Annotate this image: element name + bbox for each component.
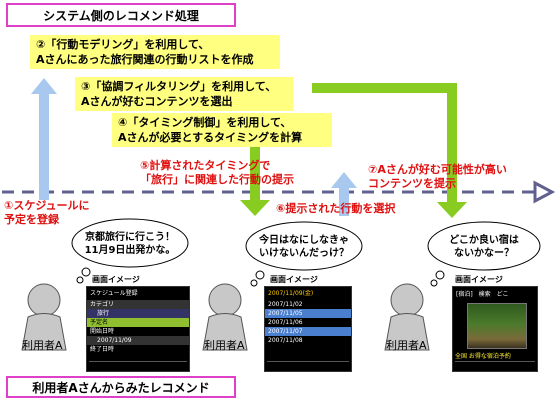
- blue-up-arrow-shaft: [39, 92, 49, 200]
- blue-up-arrow-6-shaft: [339, 186, 349, 216]
- green-arrow-7: [312, 83, 457, 202]
- phone-3-photo: [467, 303, 527, 349]
- step-1-line1: ①スケジュールに: [4, 199, 90, 212]
- phone-2-screen: 2007/11/09(金) 2007/11/02 2007/11/05 2007…: [264, 286, 352, 372]
- phone-3-softkeys: [455, 361, 535, 370]
- phone-3-header: [宿泊] 検索 どこ: [456, 291, 509, 298]
- phone-2-row: 2007/11/09(金): [268, 290, 314, 297]
- phone-2-softkeys: [267, 361, 349, 370]
- phone-2-row: 2007/11/08: [268, 337, 303, 344]
- bubble-3-text: どこか良い宿は ないかなー？: [430, 234, 538, 260]
- user-2-figure-icon: [202, 283, 248, 351]
- phone-1-row: スケジュール登録: [90, 290, 138, 297]
- phone-3-caption: 画面イメージ: [455, 275, 503, 284]
- green-arrow-5-shaft: [250, 144, 260, 200]
- phone-1-row: 2007/11/09: [87, 336, 189, 345]
- phone-3-footer: 全国 お得な宿泊予約: [455, 353, 511, 360]
- green-arrow-7-head: [437, 202, 467, 218]
- phone-1-row: 終了日時: [90, 346, 115, 353]
- bubble-1-line2: 11月9日出発かな。: [84, 245, 176, 256]
- user-3-figure-icon: [384, 283, 430, 351]
- phone-2-caption: 画面イメージ: [270, 275, 318, 284]
- step-4-box: ④「タイミング制御」を利用して、 Aさんが必要とするタイミングを計算: [112, 113, 332, 147]
- step-1-label: ①スケジュールに 予定を登録: [4, 199, 90, 227]
- step-1-line2: 予定を登録: [4, 213, 59, 226]
- step-2-box: ②「行動モデリング」を利用して、 Aさんにあった旅行関連の行動リストを作成: [30, 35, 280, 69]
- user-1-figure-icon: [21, 283, 67, 351]
- bubble-1-line1: 京都旅行に行こう！: [85, 232, 175, 243]
- step-5-line2: 「旅行」に関連した行動の提示: [140, 173, 294, 186]
- phone-1-row: 開始日時: [90, 328, 115, 335]
- phone-1-row: 予定名: [87, 318, 189, 327]
- user-2-label: 利用者A: [204, 339, 245, 352]
- phone-1-softkeys: [89, 361, 187, 370]
- phone-1-screen: スケジュール登録 カテゴリ 旅行 予定名 開始日時 2007/11/09 終了日…: [86, 286, 190, 372]
- bubble-3-shape: [427, 221, 541, 287]
- bubble-3-line1: どこか良い宿は: [449, 235, 519, 246]
- step-3-line2: Aさんが好むコンテンツを選出: [81, 95, 233, 108]
- phone-1-row: カテゴリ: [87, 300, 189, 309]
- top-title: システム側のレコメンド処理: [6, 3, 236, 27]
- step-2-line2: Aさんにあった旅行関連の行動リストを作成: [36, 53, 254, 66]
- step-7-line1: ⑦Aさんが好む可能性が高い: [368, 163, 507, 176]
- phone-2-row: 2007/11/07: [265, 327, 351, 336]
- green-arrow-5-head: [240, 200, 270, 216]
- timeline-arrowhead: [533, 180, 556, 204]
- step-6-label: ⑥提示された行動を選択: [276, 202, 396, 215]
- bubble-2-line2: いけないんだっけ？: [259, 248, 349, 259]
- bubble-3-line2: ないかなー？: [454, 248, 514, 259]
- bubble-2-line1: 今日はなにしなきゃ: [259, 235, 349, 246]
- blue-up-arrow-head: [31, 78, 57, 94]
- phone-2-row: 2007/11/06: [268, 319, 303, 326]
- user-1-label: 利用者A: [22, 339, 63, 352]
- phone-2-row: 2007/11/02: [268, 301, 303, 308]
- step-4-line1: ④「タイミング制御」を利用して、: [118, 116, 292, 129]
- user-3-label: 利用者A: [386, 339, 427, 352]
- bubble-1-text: 京都旅行に行こう！ 11月9日出発かな。: [76, 231, 184, 257]
- step-2-line1: ②「行動モデリング」を利用して、: [36, 38, 210, 51]
- step-7-line2: コンテンツを提示: [368, 177, 456, 190]
- bottom-title: 利用者Aさんからみたレコメンド: [6, 376, 236, 398]
- step-3-line1: ③「協調フィルタリング」を利用して、: [81, 80, 277, 93]
- phone-1-caption: 画面イメージ: [92, 275, 140, 284]
- step-4-line2: Aさんが必要とするタイミングを計算: [118, 131, 303, 144]
- bubble-2-shape: [245, 221, 363, 287]
- bubble-2-text: 今日はなにしなきゃ いけないんだっけ？: [250, 234, 358, 260]
- phone-2-row: 2007/11/05: [265, 309, 351, 318]
- step-7-label: ⑦Aさんが好む可能性が高い コンテンツを提示: [368, 163, 507, 191]
- phone-3-screen: [宿泊] 検索 どこ 全国 お得な宿泊予約: [452, 286, 538, 372]
- step-5-line1: ⑤計算されたタイミングで: [140, 159, 271, 172]
- bubble-1-shape: [71, 218, 189, 284]
- step-5-label: ⑤計算されたタイミングで 「旅行」に関連した行動の提示: [140, 159, 294, 187]
- phone-1-row: 旅行: [87, 309, 189, 318]
- step-3-box: ③「協調フィルタリング」を利用して、 Aさんが好むコンテンツを選出: [75, 77, 293, 111]
- blue-up-arrow-6-head: [331, 172, 357, 188]
